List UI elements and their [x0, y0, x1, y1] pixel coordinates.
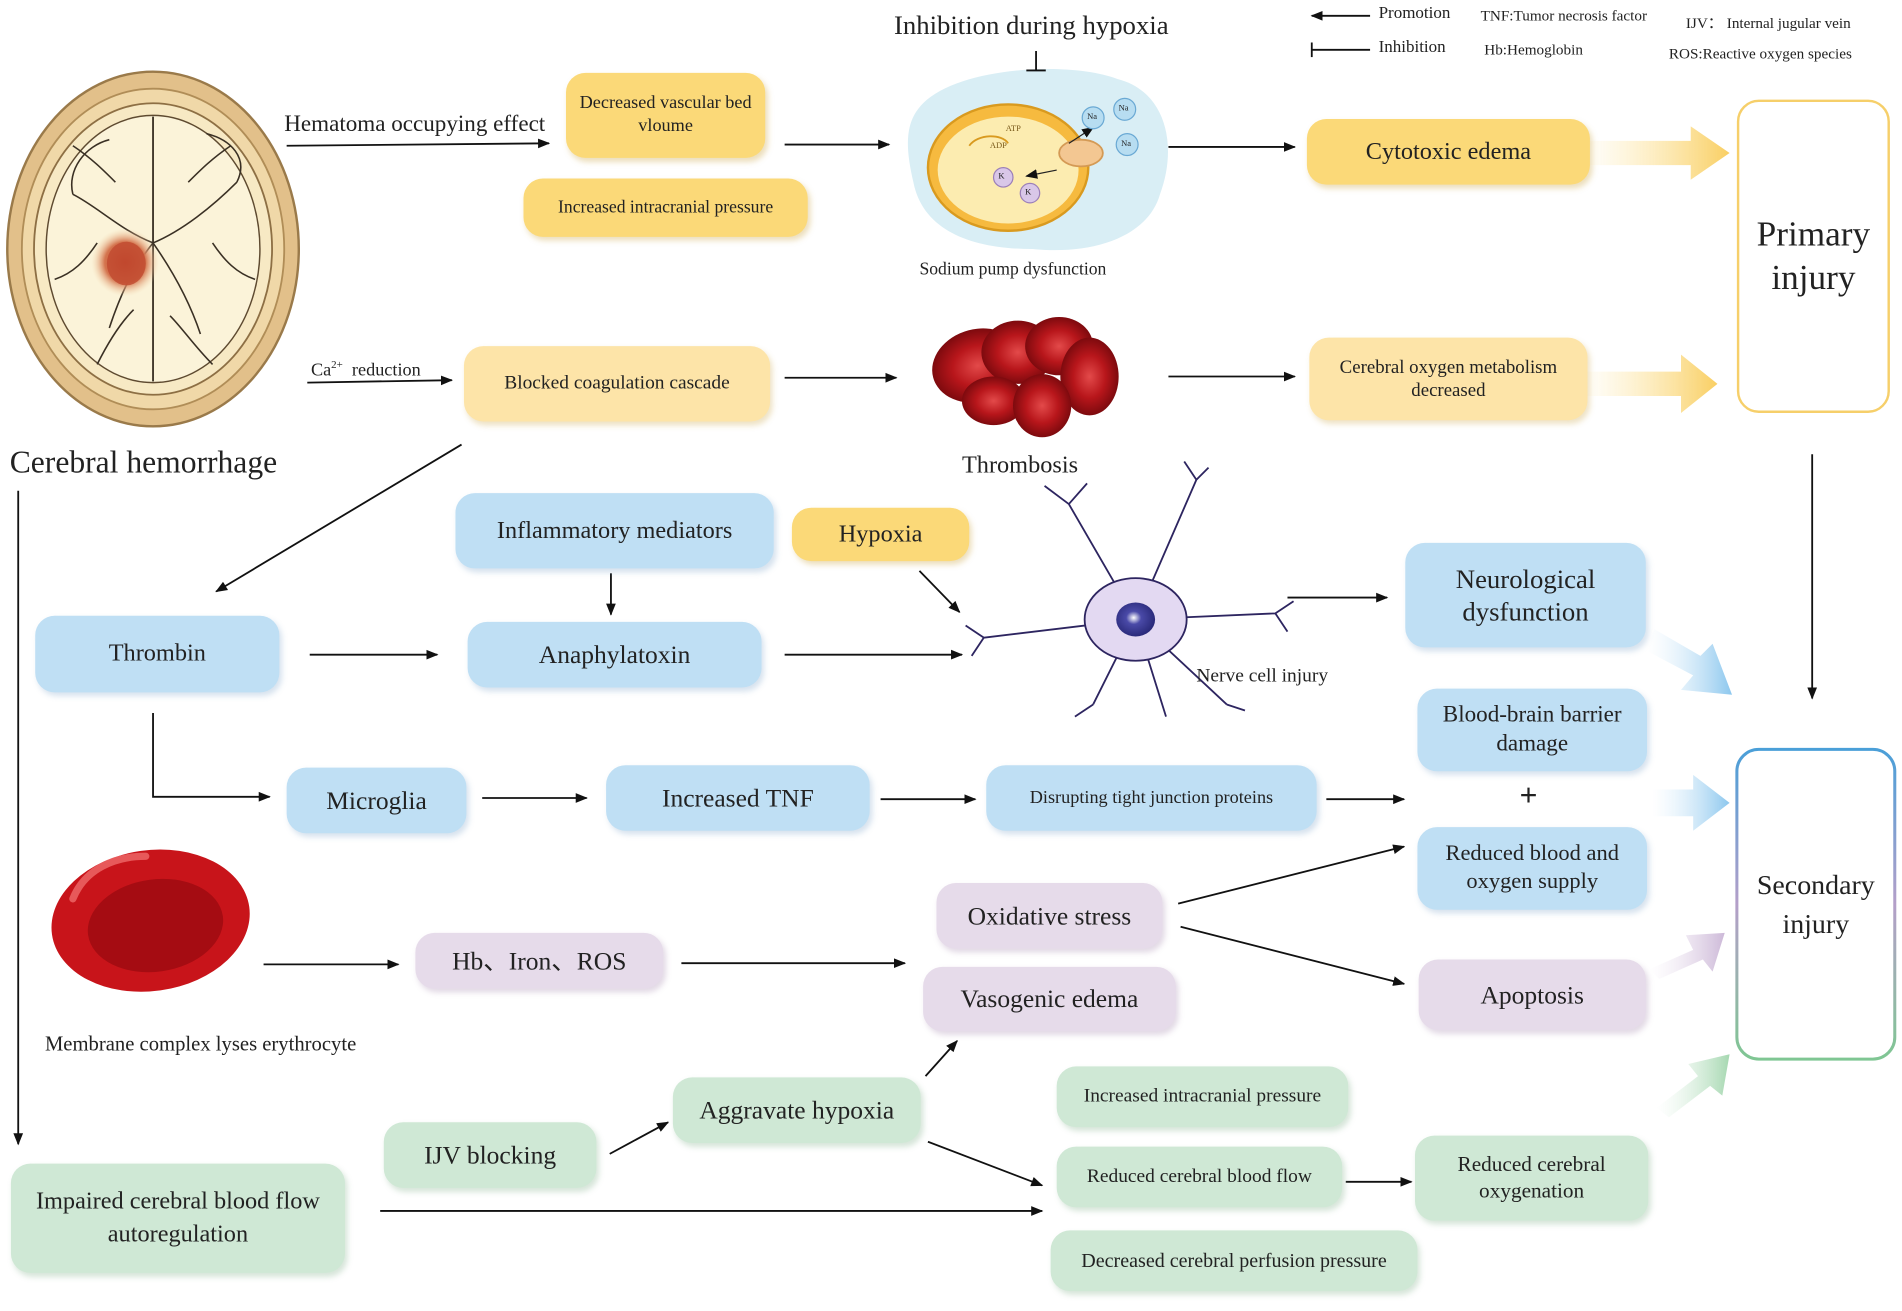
box-anaphylatoxin: Anaphylatoxin — [467, 621, 762, 688]
box-neurological-dysfunction: Neurological dysfunction — [1405, 542, 1646, 648]
legend-hb: Hb:Hemoglobin — [1484, 41, 1583, 59]
secondary-border — [1735, 747, 1897, 1061]
fat-arrow-green — [1656, 1054, 1730, 1118]
legend-inhibition-arrow — [1310, 42, 1371, 58]
fat-arrow-bbb — [1651, 774, 1730, 831]
plus-sign: + — [1519, 777, 1538, 813]
box-thrombin: Thrombin — [35, 615, 280, 693]
box-microglia: Microglia — [286, 767, 467, 834]
k-ion-1: K — [998, 171, 1005, 181]
nerve-cell-label: Nerve cell injury — [1196, 665, 1329, 687]
box-inflammatory-mediators: Inflammatory mediators — [455, 493, 774, 569]
reduction-text: reduction — [351, 360, 421, 381]
box-decreased-vascular: Decreased vascular bed vloume — [566, 72, 766, 158]
box-reduced-cbf: Reduced cerebral blood flow — [1056, 1146, 1343, 1208]
na-ion-1: Na — [1087, 111, 1097, 122]
erythrocyte-illustration — [51, 849, 250, 992]
box-reduced-oxygenation: Reduced cerebral oxygenation — [1415, 1135, 1649, 1221]
legend-inhibition: Inhibition — [1378, 38, 1446, 58]
atp-label: ATP — [1005, 123, 1021, 134]
legend-ijv: IJV： Internal jugular vein — [1685, 14, 1851, 32]
fat-arrow-cytotoxic — [1578, 126, 1730, 180]
sodium-pump-label: Sodium pump dysfunction — [919, 259, 1107, 280]
k-ion-2: K — [1025, 187, 1032, 197]
box-ijv-blocking: IJV blocking — [383, 1122, 597, 1188]
ca-superscript: 2+ — [331, 358, 343, 371]
sodium-pump-illustration — [907, 69, 1168, 251]
box-cytotoxic-edema: Cytotoxic edema — [1306, 119, 1590, 185]
box-cerebral-oxygen: Cerebral oxygen metabolism decreased — [1309, 337, 1588, 421]
membrane-label: Membrane complex lyses erythrocyte — [44, 1032, 357, 1056]
nerve-cell-illustration — [965, 461, 1295, 718]
na-ion-3: Na — [1121, 138, 1132, 149]
thrombosis-illustration — [932, 317, 1119, 438]
box-impaired-cbf: Impaired cerebral blood flow autoregulat… — [10, 1163, 345, 1273]
hematoma-label: Hematoma occupying effect — [284, 111, 546, 138]
box-increased-tnf: Increased TNF — [606, 765, 870, 831]
fat-arrow-oxygen — [1578, 354, 1718, 413]
box-increased-icp-bottom: Increased intracranial pressure — [1056, 1066, 1349, 1128]
connector-arrows — [13, 51, 1818, 1216]
box-reduced-blood-oxygen: Reduced blood and oxygen supply — [1417, 827, 1647, 910]
na-ion-2: Na — [1118, 103, 1129, 113]
inhibition-hypoxia-label: Inhibition during hypoxia — [893, 9, 1169, 41]
box-blocked-coagulation: Blocked coagulation cascade — [463, 346, 771, 422]
legend-ros: ROS:Reactive oxygen species — [1668, 44, 1852, 62]
ca-text: Ca — [310, 360, 332, 381]
box-oxidative-stress: Oxidative stress — [936, 883, 1163, 949]
box-tight-junction: Disrupting tight junction proteins — [986, 765, 1317, 831]
box-hypoxia: Hypoxia — [791, 507, 970, 562]
cerebral-hemorrhage-label: Cerebral hemorrhage — [9, 444, 278, 480]
box-secondary-injury: Secondary injury — [1756, 870, 1875, 939]
box-apoptosis: Apoptosis — [1418, 959, 1646, 1030]
box-aggravate-hypoxia: Aggravate hypoxia — [672, 1077, 921, 1143]
box-primary-injury: Primary injury — [1736, 99, 1890, 413]
box-vasogenic-edema: Vasogenic edema — [923, 966, 1176, 1032]
box-bbb-damage: Blood-brain barrier damage — [1417, 688, 1647, 772]
thrombosis-label: Thrombosis — [961, 451, 1079, 479]
legend-tnf: TNF:Tumor necrosis factor — [1480, 7, 1648, 25]
brain-illustration — [6, 70, 301, 428]
legend-promotion: Promotion — [1378, 4, 1451, 24]
ca-reduction-label: Ca2+ reduction — [311, 358, 421, 381]
box-hb-iron-ros: Hb、Iron、ROS — [415, 932, 664, 989]
box-decreased-cpp: Decreased cerebral perfusion pressure — [1050, 1230, 1418, 1292]
adp-label: ADP — [989, 140, 1007, 151]
fat-arrow-neuro — [1646, 629, 1733, 695]
box-increased-icp-top: Increased intracranial pressure — [523, 178, 808, 237]
fat-arrow-apoptosis — [1649, 932, 1725, 979]
